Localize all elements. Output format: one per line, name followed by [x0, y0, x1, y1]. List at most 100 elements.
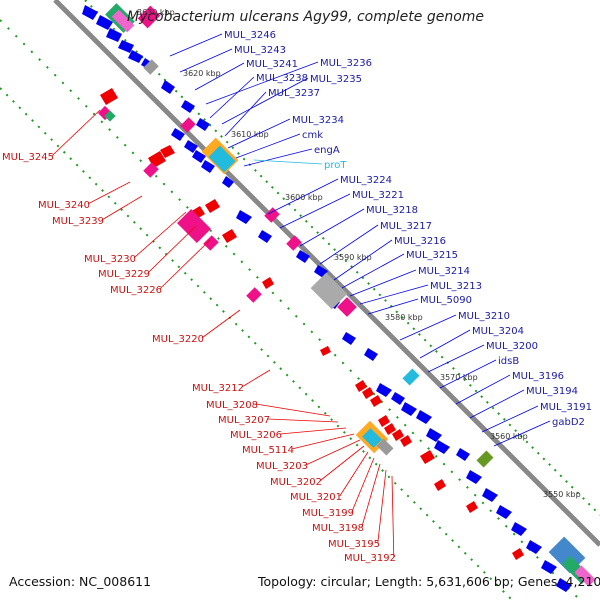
leader-line — [341, 253, 405, 289]
right-leader-lines — [169, 33, 551, 447]
feature-blocks — [97, 3, 596, 587]
gene-label: MUL_3221 — [352, 190, 404, 201]
gene-label: MUL_3217 — [380, 221, 432, 232]
gene-label: MUL_3210 — [458, 311, 510, 322]
leader-line — [201, 309, 241, 339]
gene-label: MUL_3218 — [366, 205, 418, 216]
tick-label: 3560 kbp — [490, 432, 528, 441]
gene-label: MUL_3246 — [224, 30, 276, 41]
gene-label: MUL_3240 — [38, 200, 90, 211]
page-title: Mycobacterium ulcerans Agy99, complete g… — [127, 9, 485, 25]
leader-line — [227, 118, 291, 149]
leader-line — [224, 91, 267, 137]
forward-strand-features — [82, 5, 572, 592]
gene-label: MUL_3199 — [302, 508, 354, 519]
leader-line — [279, 193, 351, 229]
leader-line — [169, 33, 223, 57]
leader-line — [179, 48, 233, 73]
leader-line — [319, 224, 379, 265]
gene-label: MUL_5114 — [242, 445, 294, 456]
gene-label: MUL_3192 — [344, 553, 396, 564]
leader-line — [305, 439, 361, 466]
gene-label: MUL_3243 — [234, 45, 286, 56]
leader-line — [339, 451, 369, 497]
leader-line — [427, 344, 485, 373]
gene-label: MUL_3200 — [486, 341, 538, 352]
tick-label: 3570 kbp — [440, 373, 478, 382]
left-labels: MUL_3245MUL_3240MUL_3239MUL_3230MUL_3229… — [2, 152, 396, 564]
tick-label: 3610 kbp — [231, 130, 269, 139]
leader-line — [481, 405, 539, 433]
leader-line — [333, 239, 393, 281]
leader-line — [319, 445, 365, 482]
gene-label: MUL_3229 — [98, 269, 150, 280]
leader-line — [493, 420, 551, 447]
genome-backbone — [53, 0, 600, 547]
gene-label: MUL_3207 — [218, 415, 270, 426]
gene-label: MUL_3216 — [394, 236, 446, 247]
gene-label: MUL_3239 — [52, 216, 104, 227]
ticks: 3630 kbp 3620 kbp 3610 kbp 3600 kbp 3590… — [137, 8, 581, 499]
tick-label: 3620 kbp — [183, 69, 221, 78]
inner-ring-dotted-2 — [0, 19, 581, 600]
gene-label: idsB — [498, 356, 519, 367]
gene-label: MUL_3238 — [256, 73, 308, 84]
leader-line — [159, 239, 211, 290]
gene-label: MUL_3235 — [310, 74, 362, 85]
leader-line — [469, 389, 525, 419]
gene-label: MUL_5090 — [420, 295, 472, 306]
gene-label: MUL_3203 — [256, 461, 308, 472]
leader-line — [349, 269, 417, 297]
gene-label: MUL_3226 — [110, 285, 162, 296]
tick-label: 3550 kbp — [543, 490, 581, 499]
gene-label: MUL_3191 — [540, 402, 592, 413]
gene-label: MUL_3213 — [430, 281, 482, 292]
leader-line — [455, 374, 511, 405]
reverse-strand-features — [100, 88, 524, 560]
accession-text: Accession: NC_008611 — [9, 574, 152, 589]
leader-line — [255, 403, 331, 417]
gene-label: MUL_3195 — [328, 539, 380, 550]
leader-line — [377, 469, 387, 544]
gene-label: MUL_3212 — [192, 383, 244, 394]
leader-line — [359, 284, 429, 305]
leader-line — [243, 148, 313, 167]
tick-label: 3590 kbp — [334, 253, 372, 262]
gene-label: MUL_3214 — [418, 266, 470, 277]
gene-label: MUL_3201 — [290, 492, 342, 503]
leader-line — [253, 159, 323, 165]
leader-line — [101, 195, 143, 221]
leader-line — [367, 298, 419, 315]
gene-label: proT — [324, 160, 347, 171]
leader-line — [439, 359, 497, 389]
leader-line — [241, 369, 271, 388]
gene-label: MUL_3202 — [270, 477, 322, 488]
leader-line — [235, 133, 301, 159]
topology-text: Topology: circular; Length: 5,631,606 bp… — [258, 574, 600, 589]
gene-label: MUL_3224 — [340, 175, 392, 186]
gene-label: MUL_3220 — [152, 334, 204, 345]
tick-label: 3600 kbp — [285, 193, 323, 202]
leader-line — [133, 211, 187, 259]
leader-line — [194, 62, 245, 91]
gene-label: MUL_3206 — [230, 430, 282, 441]
inner-ring-dotted — [0, 87, 513, 600]
leader-line — [399, 314, 457, 341]
gene-label: MUL_3198 — [312, 523, 364, 534]
tick-label: 3630 kbp — [137, 8, 175, 17]
gene-label: MUL_3215 — [406, 250, 458, 261]
leader-line — [419, 329, 471, 359]
gene-label: engA — [314, 145, 340, 156]
leader-line — [391, 475, 395, 558]
leader-line — [351, 457, 375, 513]
gene-label: MUL_3196 — [512, 371, 564, 382]
leader-line — [87, 181, 131, 205]
gene-label: MUL_3236 — [320, 58, 372, 69]
gene-label: MUL_3241 — [246, 59, 298, 70]
left-leader-lines — [51, 109, 395, 558]
gene-label: MUL_3208 — [206, 400, 258, 411]
leader-line — [205, 61, 319, 105]
